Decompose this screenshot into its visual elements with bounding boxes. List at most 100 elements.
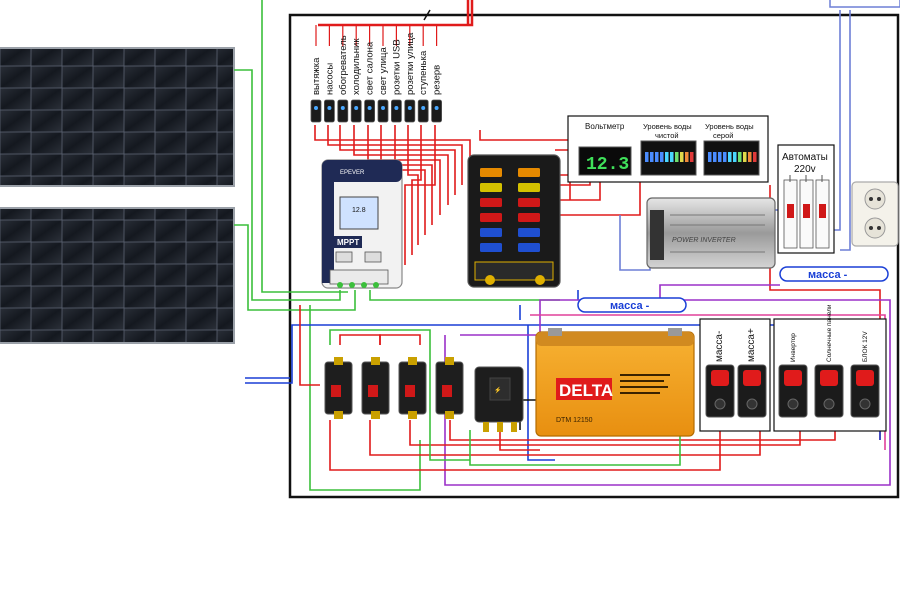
rocker-switch-3[interactable]: [350, 99, 362, 123]
gauge-segment: [650, 152, 654, 162]
blade-fuse: [518, 228, 540, 237]
main-switch-label-1: масса+: [746, 328, 757, 362]
gauge-segment: [690, 152, 694, 162]
circuit-switch-2[interactable]: [850, 364, 880, 418]
rocker-switch-2[interactable]: [337, 99, 349, 123]
inverter: POWER INVERTER: [646, 197, 776, 269]
blade-fuse: [518, 243, 540, 252]
blade-fuse: [480, 198, 502, 207]
inline-breaker-0[interactable]: [324, 357, 353, 419]
main-switch-0[interactable]: [705, 364, 735, 418]
circuit-switch-0[interactable]: [778, 364, 808, 418]
rocker-switch-9[interactable]: [431, 99, 443, 123]
circuit-switch-1[interactable]: [814, 364, 844, 418]
blade-fuse: [518, 168, 540, 177]
blade-fuse: [518, 198, 540, 207]
breaker-220v-1[interactable]: [799, 175, 814, 249]
circuit-switch-label-0: Инвертор: [790, 333, 797, 362]
ground-label-lower: масса -: [577, 297, 687, 313]
circuit-breakers: [324, 357, 464, 419]
blade-fuse: [518, 213, 540, 222]
controller-display-value: 12.8: [352, 207, 366, 214]
grey-water-label-2: серой: [713, 131, 733, 140]
breaker-panel: Автоматы 220v: [777, 144, 835, 254]
switch-label-5: свет улица: [378, 47, 389, 95]
ground-label-upper: масса -: [779, 266, 889, 282]
gauge-segment: [743, 152, 747, 162]
clean-water-label-2: чистой: [655, 131, 679, 140]
inline-breaker-1[interactable]: [361, 357, 390, 419]
controller-logo: EPEVER: [340, 170, 365, 176]
charge-controller: EPEVER 12.8 MPPT MPPT: [321, 159, 403, 289]
rocker-switch-0[interactable]: [310, 99, 322, 123]
blade-fuse: [480, 213, 502, 222]
blade-fuse: [480, 228, 502, 237]
gauge-panel: Вольтметр 12.3 Уровень воды чистой Урове…: [567, 115, 769, 183]
switch-label-7: розетки улица: [405, 32, 416, 95]
switch-label-8: ступенька: [418, 50, 429, 95]
external-box: [829, 0, 900, 8]
rocker-switch-8[interactable]: [417, 99, 429, 123]
inline-breaker-3[interactable]: [435, 357, 464, 419]
switch-label-1: насосы: [324, 63, 335, 95]
battery: DELTA DTM 12150: [535, 328, 695, 437]
rocker-switch-7[interactable]: [404, 99, 416, 123]
gauge-segment: [670, 152, 674, 162]
ground-label-lower-text: масса -: [610, 300, 650, 312]
rocker-switch-6[interactable]: [390, 99, 402, 123]
fuse-box: [467, 154, 561, 288]
gauge-segment: [753, 152, 757, 162]
gauge-segment: [718, 152, 722, 162]
gauge-segment: [708, 152, 712, 162]
voltmeter-title: Вольтметр: [585, 122, 625, 131]
breaker-220v-2[interactable]: [815, 175, 830, 249]
gauge-segment: [665, 152, 669, 162]
breaker-220v-0[interactable]: [783, 175, 798, 249]
switch-label-2: обогреватель: [338, 35, 349, 95]
svg-text:⚡: ⚡: [494, 386, 501, 394]
voltmeter-display: [578, 146, 632, 176]
blade-fuse: [480, 243, 502, 252]
rocker-switch-1[interactable]: [323, 99, 335, 123]
blade-fuse: [518, 183, 540, 192]
gauge-segment: [728, 152, 732, 162]
battery-brand: DELTA: [559, 381, 613, 400]
gauge-segment: [675, 152, 679, 162]
gauge-segment: [685, 152, 689, 162]
blade-fuse: [480, 183, 502, 192]
breaker-title-1: Автоматы: [782, 152, 828, 163]
switch-row: [310, 99, 443, 123]
relay: ⚡: [474, 366, 524, 432]
main-switch-1[interactable]: [737, 364, 767, 418]
rocker-switch-4[interactable]: [364, 99, 376, 123]
switch-label-6: розетки USB: [391, 39, 402, 95]
ground-label-upper-text: масса -: [808, 269, 848, 281]
controller-screen: [339, 196, 379, 230]
circuit-switch-label-1: Солнечные панели: [826, 304, 833, 362]
gauge-segment: [733, 152, 737, 162]
rocker-switch-5[interactable]: [377, 99, 389, 123]
breaker-title-2: 220v: [794, 164, 816, 175]
grey-water-label-1: Уровень воды: [705, 122, 754, 131]
inverter-brand: POWER INVERTER: [672, 237, 736, 244]
gauge-segment: [655, 152, 659, 162]
switch-label-9: резерв: [432, 65, 443, 95]
gauge-segment: [660, 152, 664, 162]
main-enclosure: [288, 13, 900, 499]
battery-model: DTM 12150: [556, 417, 593, 424]
voltmeter-value: 12.3: [586, 155, 629, 175]
solar-panel-bottom: [0, 207, 235, 344]
controller-model-text: MPPT: [337, 238, 359, 247]
blade-fuse: [480, 168, 502, 177]
switch-label-4: свет салона: [365, 41, 376, 95]
main-switch-label-0: масса-: [714, 331, 725, 362]
clean-water-label-1: Уровень воды: [643, 122, 692, 131]
solar-panel-top: [0, 47, 235, 187]
gauge-segment: [723, 152, 727, 162]
gauge-segment: [713, 152, 717, 162]
inline-breaker-2[interactable]: [398, 357, 427, 419]
gauge-segment: [680, 152, 684, 162]
